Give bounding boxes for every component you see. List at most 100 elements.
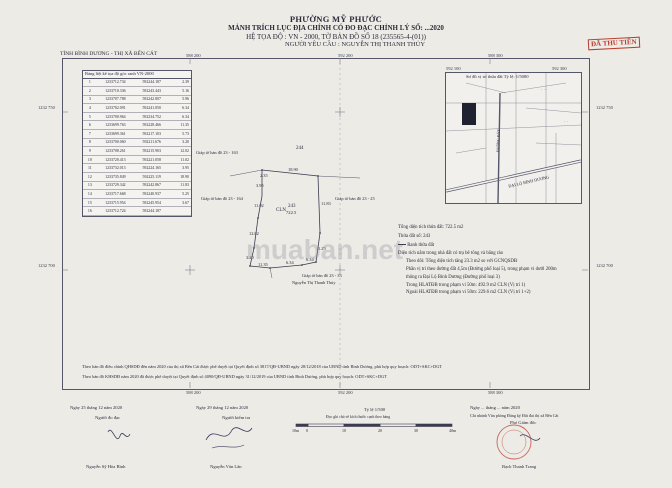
coordinate-cell-x: 1233720.413 [105, 157, 126, 162]
neighbor-label: Giáp tờ bản đồ 23 - 33 [302, 273, 342, 278]
coordinate-cell-n: 10 [87, 157, 92, 162]
coordinate-cell-d: 3.67 [182, 200, 189, 205]
coordinate-cell-n: 11 [87, 166, 92, 171]
coordinate-cell-y: 592215.903 [142, 149, 161, 154]
coordinate-cell-d: 18.90 [180, 174, 189, 179]
edge-length: 11.35 [258, 262, 268, 267]
info-area: Tổng diện tích thửa đất: 722.5 m2 [398, 225, 464, 230]
neighbor-line [269, 267, 273, 279]
coordinate-cell-y: 592224.165 [142, 166, 161, 171]
coordinate-cell-d: 2.39 [182, 80, 189, 85]
ward-title: PHƯỜNG MỸ PHƯỚC [289, 14, 383, 24]
document-title: MẢNH TRÍCH LỤC ĐỊA CHÍNH CÓ ĐO ĐẠC CHỈNH… [228, 24, 444, 32]
scale-note: Đọc ghi chú về kích thước cạnh theo bảng [326, 415, 391, 419]
grid-label: 592 200 [338, 53, 353, 58]
parcel-marker [462, 103, 476, 125]
signature-mark [107, 429, 131, 439]
edge-length: 2.35 [260, 173, 268, 178]
coordinate-row: 10 1233720.413 592221.058 11.02 [83, 156, 191, 165]
coordinate-cell-n: 12 [87, 174, 92, 179]
info-desc: Theo dõi: Tổng diện tích tăng 23.3 m2 so… [406, 259, 518, 265]
grid-label: 1232 750 [596, 105, 613, 110]
coordinate-cell-d: 5.16 [182, 88, 189, 93]
site-map-coord: 592 100 [446, 66, 461, 71]
info-desc: Phần vị trí theo đường đất 4,5m (Đường p… [406, 266, 557, 272]
site-map-title: Sơ đồ vị trí thửa đất Tỷ lệ: 1/5000 [466, 74, 529, 79]
scale-tick: 30 [414, 428, 418, 433]
svg-text:· · ·: · · · [541, 87, 547, 92]
coordinate-cell-d: 11.83 [180, 183, 189, 188]
coordinate-cell-d: 5.96 [182, 97, 189, 102]
edge-length: 3.95 [256, 183, 264, 188]
map-number: 244 [296, 146, 304, 151]
coordinate-cell-y: 592244.187 [142, 80, 161, 85]
signer-role: Người đo đạc [95, 415, 121, 420]
neighbor-label: Giáp tờ bản đồ 23 - 163 [196, 150, 238, 155]
signature-mark [519, 434, 541, 441]
parcel-area: 722.5 [286, 210, 297, 215]
coordinate-cell-y: 592245.954 [142, 200, 161, 205]
scale-tick: 40m [449, 428, 457, 433]
signer-name: Nguyễn Văn Lân [210, 464, 242, 469]
coordinate-cell-n: 14 [87, 192, 92, 197]
coordinate-cell-d: 3.95 [182, 166, 189, 171]
coordinate-cell-d: 11.02 [180, 157, 189, 162]
signature-mark [205, 427, 253, 441]
scale-tick: 10m [292, 428, 300, 433]
coordinate-cell-y: 592243.443 [142, 88, 161, 93]
coordinate-system: HỆ TỌA ĐỘ : VN - 2000, TỜ BẢN ĐỒ SỐ 18 (… [246, 33, 426, 41]
grid-label: 588 200 [186, 390, 201, 395]
coordinate-cell-x: 1233699.361 [105, 131, 126, 136]
coordinate-row: 6 1233699.763 592228.466 11.35 [83, 121, 191, 131]
coordinate-cell-n: 13 [87, 183, 92, 188]
scale-tick: 0 [306, 428, 308, 433]
scale-tick: 10 [342, 428, 346, 433]
coordinate-cell-y: 592234.752 [142, 114, 161, 119]
scale-title: Tỷ lệ 1/500 [364, 407, 386, 412]
parcel-code: CLN [276, 208, 286, 213]
coordinate-cell-x: 1233732.013 [105, 166, 126, 171]
signer-date: Ngày ... tháng ... năm 2020 [470, 405, 520, 410]
coordinate-cell-y: 592228.466 [142, 123, 161, 128]
coordinate-cell-y: 592211.676 [142, 140, 161, 145]
signer-date: Ngày 25 tháng 12 năm 2020 [70, 405, 123, 410]
coordinate-cell-n: 6 [88, 123, 91, 128]
coordinate-cell-n: 2 [88, 88, 91, 93]
neighbor-line [317, 175, 361, 179]
coordinate-cell-x: 1233702.091 [105, 106, 126, 111]
coordinate-cell-x: 1233712.734 [105, 80, 126, 85]
planning-note: Theo bản đồ KHSDĐ năm 2020 đã được phê d… [82, 374, 387, 379]
coordinate-cell-y: 592221.058 [142, 157, 161, 162]
signer-name: Nguyễn Sỹ Hòa Bình [86, 464, 126, 469]
coordinate-cell-d: 11.35 [180, 123, 189, 128]
coordinate-cell-d: 5.73 [182, 131, 189, 136]
grid-label: 588 300 [488, 390, 503, 395]
info-hlat: Ngoài HLATĐB trong phạm vi 50m: 229.6 m2… [406, 290, 531, 296]
coordinate-cell-n: 5 [88, 114, 91, 119]
grid-label: 588 300 [488, 53, 503, 58]
coordinate-cell-n: 15 [87, 200, 92, 205]
coordinate-cell-n: 4 [88, 106, 91, 111]
coordinate-cell-x: 1233735.849 [105, 174, 126, 179]
watermark: muaban.net [246, 234, 404, 265]
grid-label: 588 200 [186, 53, 201, 58]
neighbor-label: Giáp tờ bản đồ 23 - 25 [335, 196, 375, 201]
coordinate-cell-x: 1233707.788 [105, 97, 126, 102]
owner-label: Nguyễn Thị Thanh Thủy [292, 280, 336, 285]
coordinate-cell-x: 1233699.763 [105, 123, 126, 128]
scale-tick: 20 [378, 428, 382, 433]
grid-label: 1232 750 [38, 105, 55, 110]
coordinate-cell-x: 1233712.724 [105, 209, 126, 214]
parcel-info: Tổng diện tích thửa đất: 722.5 m2 Thửa đ… [398, 225, 588, 296]
legend-line-icon [398, 243, 406, 245]
coordinate-cell-d: 3.20 [182, 140, 189, 145]
edge-length: 6.34 [306, 257, 314, 262]
